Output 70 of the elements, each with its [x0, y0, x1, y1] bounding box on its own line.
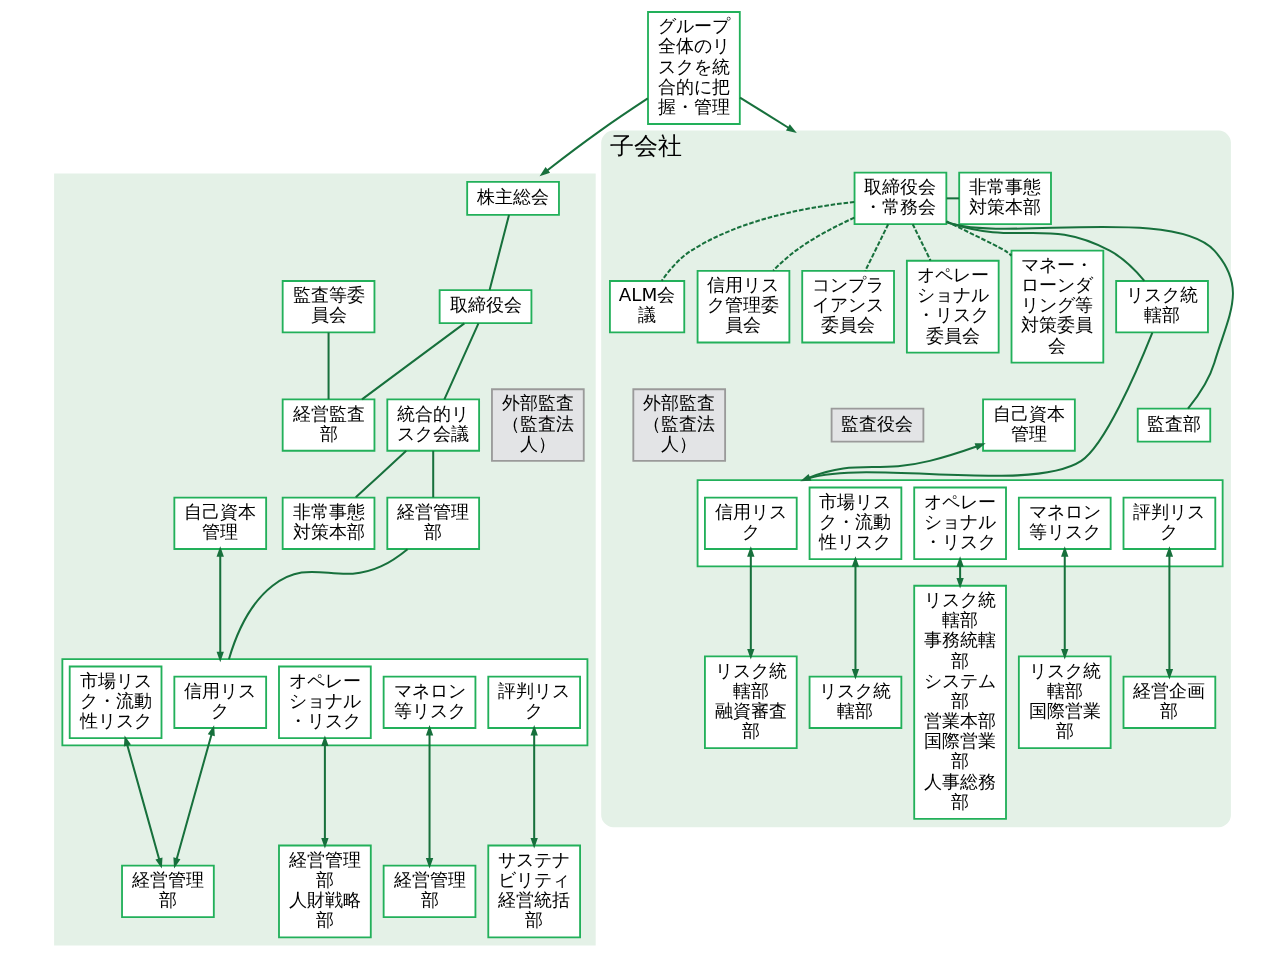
node-box: マネロン等リスク [382, 675, 476, 729]
node-box: コンプライアンス委員会 [800, 269, 895, 344]
connector [431, 450, 434, 498]
node-box: オペレーショナル・リスク [912, 486, 1007, 561]
node-box: 市場リスク・流動性リスク [68, 665, 162, 740]
node-box: リスク統轄部 融資審査部 [703, 655, 798, 750]
connector [946, 197, 959, 200]
node-box: ALM会議 [608, 280, 685, 334]
node-box: 経営監査部 [281, 398, 375, 452]
node-box: 非常事態対策本部 [281, 496, 375, 550]
connector [911, 223, 931, 261]
arrow [530, 725, 538, 849]
node-box: 統合的リスク会議 [385, 398, 480, 452]
node-box: 監査部 [1136, 407, 1211, 443]
node-box: 取締役会 [438, 289, 532, 325]
node-box: 経営管理部 [385, 496, 480, 550]
arrow [123, 735, 162, 869]
node-box: 監査等委員会 [281, 280, 375, 334]
node-box: 評判リスク [486, 675, 581, 729]
node-box: 非常事態対策本部 [957, 171, 1052, 225]
arrow [172, 725, 215, 869]
connector [660, 201, 854, 282]
node-box: オペレーショナル・リスク委員会 [905, 259, 1000, 354]
node-box: 評判リスク [1122, 496, 1216, 550]
node-box: サステナビリティ 経営統括部 [486, 844, 581, 939]
node-box: リスク統轄部 事務統轄部 システム部 営業本部 国際営業部 人事総務部 [912, 584, 1007, 820]
connector [772, 216, 855, 272]
node-box: 監査役会 [830, 407, 924, 443]
connector [945, 220, 1145, 282]
node-box: 取締役会・常務会 [853, 171, 947, 225]
connector [863, 223, 889, 272]
node-box: 経営管理部 人財戦略部 [277, 844, 372, 939]
node-box: リスク統轄部 [808, 675, 902, 729]
node-box: リスク統轄部 国際営業部 [1017, 655, 1112, 750]
connector [327, 332, 330, 400]
node-box: 経営管理部 [120, 864, 215, 919]
node-box: マネロン等リスク [1017, 496, 1112, 550]
node-box: マネー・ローンダリング等対策委員会 [1010, 249, 1104, 364]
node-box: リスク統轄部 [1114, 280, 1209, 334]
node-box: 信用リスク [703, 496, 798, 550]
arrow [539, 97, 648, 177]
arrow [799, 443, 986, 482]
node-box: 自己資本管理 [981, 398, 1076, 452]
arrow [425, 725, 433, 869]
node-box: グループ全体のリスクを統合的に把握・管理 [646, 11, 741, 125]
node-box: 信用リスク [172, 675, 267, 729]
connector [488, 214, 510, 291]
arrow [1165, 546, 1173, 680]
arrow [851, 556, 859, 680]
arrow [320, 735, 329, 849]
connector [360, 322, 465, 401]
arrow [1060, 546, 1068, 660]
connector [227, 548, 408, 660]
arrow [746, 546, 754, 660]
connector [354, 450, 407, 499]
node-box: 株主総会 [465, 180, 560, 216]
node-box: 信用リスク管理委員会 [696, 269, 790, 344]
node-box: 自己資本管理 [172, 496, 267, 550]
connector [442, 322, 479, 400]
node-box: オペレーショナル・リスク [277, 665, 372, 740]
arrow [216, 546, 224, 663]
node-box: 経営管理部 [382, 864, 476, 919]
node-box: 市場リスク・流動性リスク [808, 486, 902, 561]
node-box: 経営企画部 [1122, 675, 1216, 729]
arrow [738, 96, 797, 133]
cluster [53, 173, 596, 946]
connector [945, 220, 1012, 257]
node-box: 外部監査（監査法人） [631, 388, 726, 462]
node-box: 外部監査（監査法人） [490, 388, 585, 462]
connector [945, 221, 1234, 410]
